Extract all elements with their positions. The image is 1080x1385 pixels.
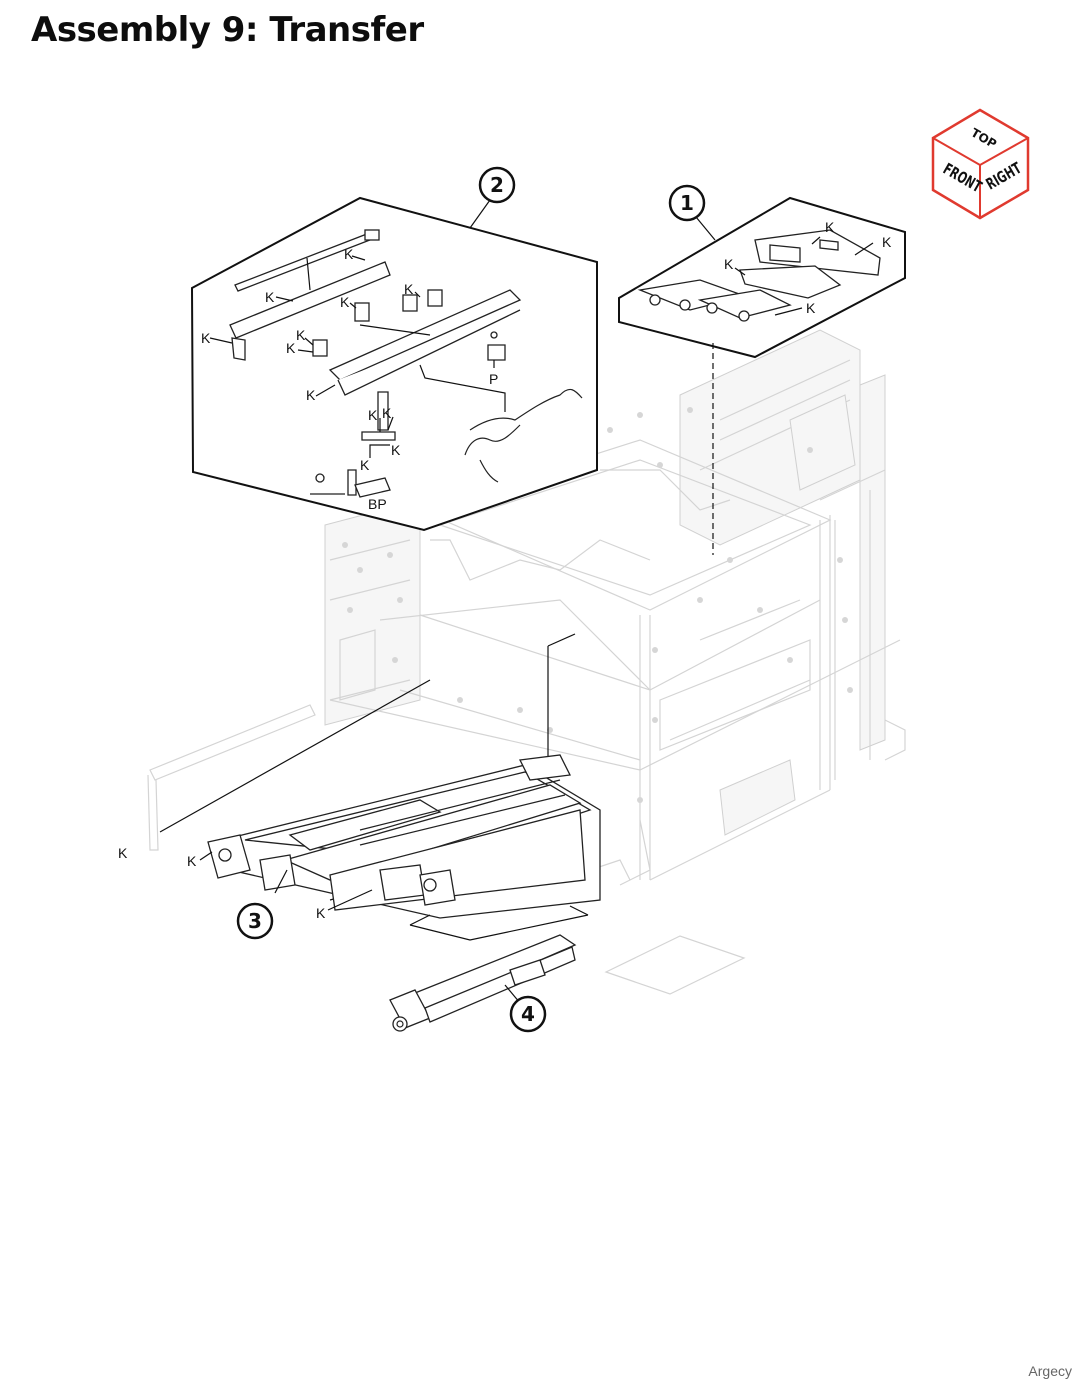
svg-text:4: 4 bbox=[521, 1002, 535, 1026]
callout-2: 2 bbox=[469, 166, 516, 229]
top-bracket-assembly bbox=[229, 229, 583, 498]
tag-k: K bbox=[296, 327, 306, 343]
callout-1: 1 bbox=[668, 184, 716, 241]
tag-k: K bbox=[265, 289, 275, 305]
tag-k: K bbox=[118, 845, 128, 861]
callout-3: 3 bbox=[236, 902, 274, 940]
transfer-roller bbox=[389, 934, 577, 1032]
tag-k: K bbox=[391, 442, 401, 458]
svg-text:2: 2 bbox=[490, 173, 504, 197]
tag-k: K bbox=[187, 853, 197, 869]
tag-k: K bbox=[344, 246, 354, 262]
tag-bp: BP bbox=[368, 496, 387, 512]
tag-k: K bbox=[286, 340, 296, 356]
toner-sensor-assembly bbox=[637, 229, 881, 322]
svg-text:3: 3 bbox=[248, 909, 262, 933]
tag-k: K bbox=[382, 405, 392, 421]
tag-k: K bbox=[368, 407, 378, 423]
transfer-belt-module bbox=[207, 754, 601, 919]
page-title: Assembly 9: Transfer bbox=[31, 10, 424, 50]
tag-k: K bbox=[360, 457, 370, 473]
tag-k: K bbox=[825, 219, 835, 235]
svg-text:1: 1 bbox=[680, 191, 694, 215]
tag-k: K bbox=[806, 300, 816, 316]
tag-k: K bbox=[306, 387, 316, 403]
part-tags: K K K K K K K K K K K K P K K K K BP K K… bbox=[118, 219, 892, 921]
tag-k: K bbox=[882, 234, 892, 250]
tag-k: K bbox=[404, 281, 414, 297]
callout-box-1 bbox=[618, 196, 906, 359]
tag-k: K bbox=[201, 330, 211, 346]
tag-k: K bbox=[316, 905, 326, 921]
tag-k: K bbox=[340, 294, 350, 310]
watermark: Argecy bbox=[1028, 1363, 1072, 1379]
callout-box-2 bbox=[190, 196, 598, 532]
callout-4: 4 bbox=[509, 995, 547, 1033]
tag-p: P bbox=[489, 371, 498, 387]
printer-frame-ghost bbox=[147, 329, 906, 995]
tag-k: K bbox=[724, 256, 734, 272]
orientation-cube: TOP FRONT RIGHT bbox=[931, 108, 1030, 220]
